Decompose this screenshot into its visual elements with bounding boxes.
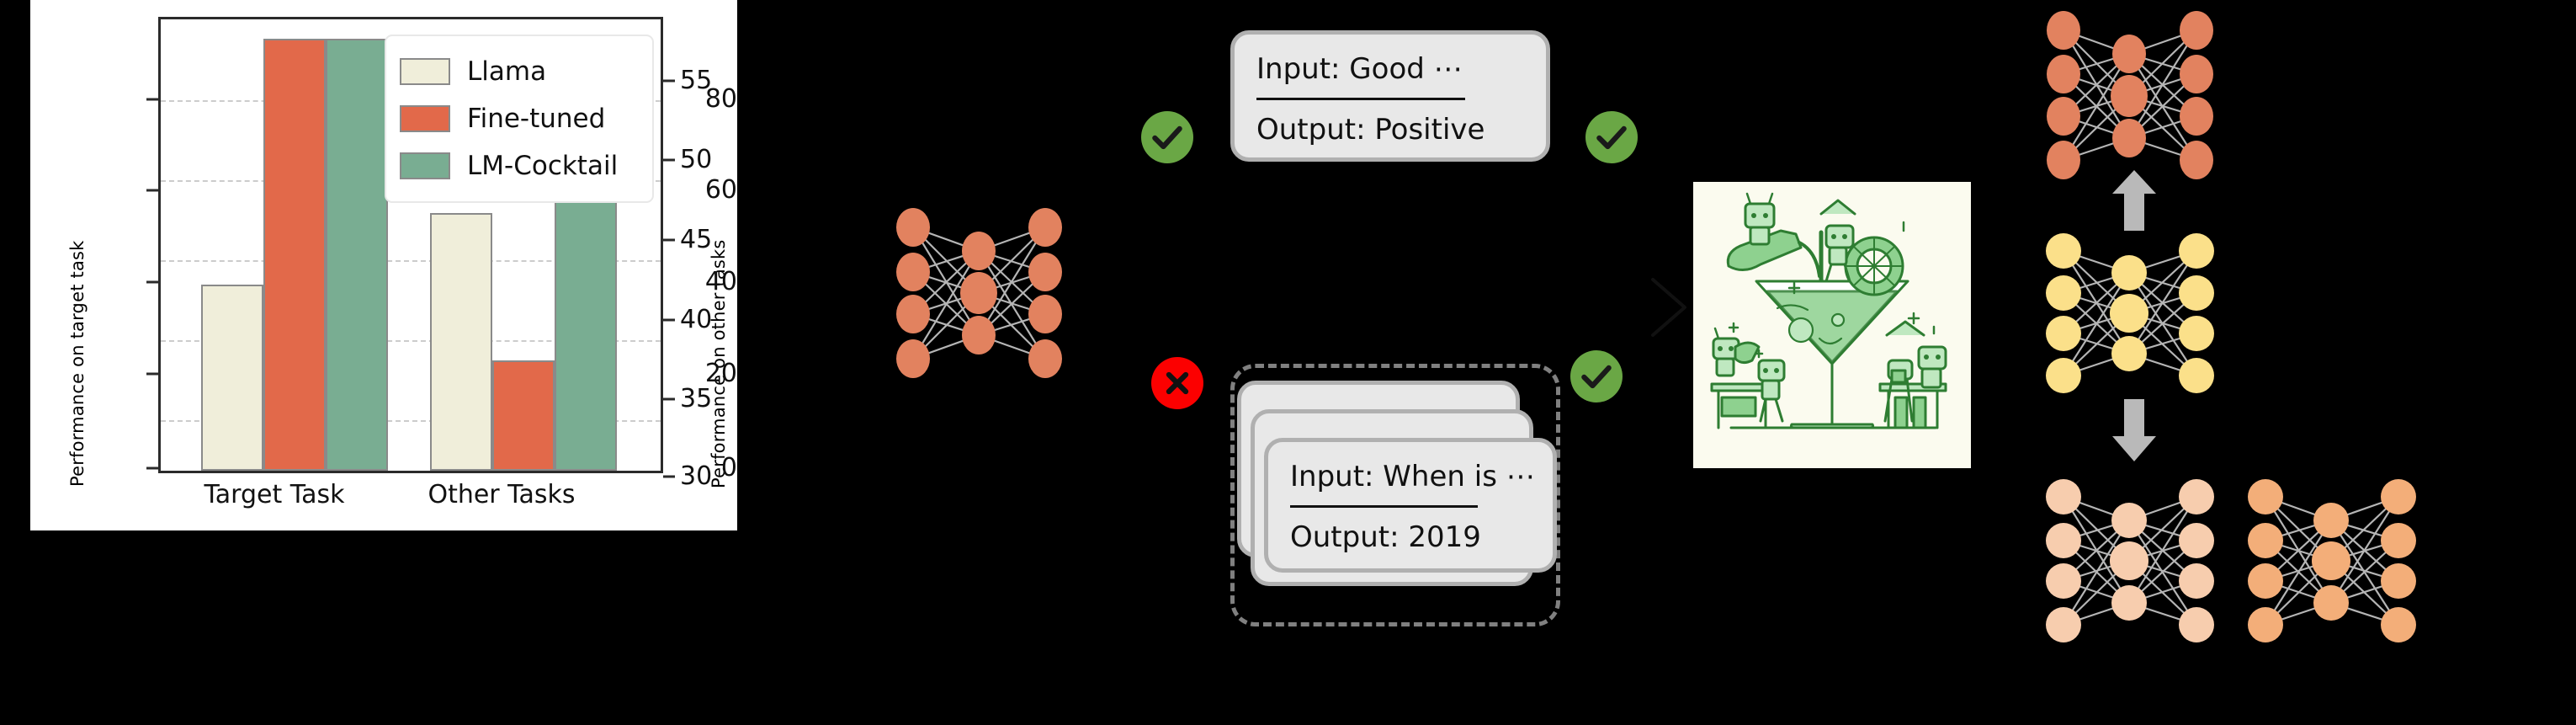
card-divider: [1256, 98, 1466, 101]
bar-other-cocktail: [555, 188, 617, 471]
merged-model-network-b: [2239, 473, 2432, 650]
right-tick-35: 35: [680, 384, 713, 413]
x-label-other-tasks: Other Tasks: [428, 480, 576, 509]
gridline: [161, 420, 661, 422]
left-tickmark: [146, 280, 158, 284]
base-model-network: [2037, 229, 2230, 397]
cross-icon-other-left: [1151, 357, 1203, 409]
left-tick-0: 0: [720, 453, 737, 482]
right-tick-40: 40: [680, 305, 713, 334]
other-tasks-group: [1230, 364, 1560, 626]
right-tick-55: 55: [680, 66, 713, 95]
right-tickmark: [663, 238, 675, 242]
left-tickmark: [146, 98, 158, 101]
left-tick-40: 40: [704, 267, 737, 296]
other-task-input: Input: When is ⋯: [1290, 460, 1535, 493]
fine-tuned-network: [884, 200, 1077, 386]
bar-other-llama: [430, 213, 492, 471]
bar-target-llama: [201, 285, 263, 471]
chevron-right-icon: [1648, 275, 1695, 344]
bar-chart-panel: Performance on target task Performance o…: [30, 0, 737, 530]
check-icon-other-right: [1570, 350, 1623, 402]
check-glyph: [1152, 125, 1182, 150]
left-tick-60: 60: [704, 175, 737, 205]
legend-item-llama: Llama: [400, 48, 639, 95]
target-task-output: Output: Positive: [1256, 113, 1485, 147]
legend-label-fine-tuned: Fine-tuned: [467, 104, 606, 134]
right-tick-45: 45: [680, 225, 713, 254]
left-tickmark: [146, 466, 158, 470]
check-glyph: [1596, 125, 1627, 150]
right-tickmark: [663, 158, 675, 162]
merged-model-network-a: [2037, 473, 2230, 650]
chart-legend: Llama Fine-tuned LM-Cocktail: [385, 35, 654, 203]
bar-target-cocktail: [326, 39, 388, 471]
left-tick-20: 20: [704, 359, 737, 388]
legend-swatch-lm-cocktail: [400, 152, 450, 179]
left-tickmark: [146, 189, 158, 192]
other-task-output: Output: 2019: [1290, 520, 1481, 555]
legend-item-fine-tuned: Fine-tuned: [400, 95, 639, 142]
legend-label-lm-cocktail: LM-Cocktail: [467, 151, 619, 181]
bar-target-finetuned: [263, 39, 326, 471]
cross-glyph: [1166, 371, 1189, 395]
cocktail-artwork: [1693, 182, 1971, 468]
check-icon-target-left: [1141, 111, 1193, 163]
arrow-down-icon: [2111, 396, 2158, 466]
legend-item-lm-cocktail: LM-Cocktail: [400, 142, 639, 189]
right-tick-30: 30: [680, 461, 713, 491]
legend-swatch-fine-tuned: [400, 105, 450, 132]
card-divider: [1290, 505, 1479, 509]
plot-area: Llama Fine-tuned LM-Cocktail: [158, 17, 663, 473]
arrow-up-icon: [2111, 168, 2158, 236]
legend-label-llama: Llama: [467, 56, 547, 87]
right-tickmark: [663, 475, 675, 478]
check-glyph: [1581, 365, 1612, 389]
right-tick-50: 50: [680, 145, 713, 174]
check-icon-target-right: [1585, 111, 1638, 163]
left-tickmark: [146, 372, 158, 376]
target-task-card: Input: Good ⋯ Output: Positive: [1230, 30, 1550, 162]
other-task-card-body: Input: When is ⋯ Output: 2019: [1268, 442, 1553, 571]
target-task-card-body: Input: Good ⋯ Output: Positive: [1235, 35, 1546, 163]
target-task-input: Input: Good ⋯: [1256, 52, 1463, 86]
right-tickmark: [663, 79, 675, 83]
gridline: [161, 260, 661, 262]
gridline: [161, 340, 661, 342]
bar-other-finetuned: [492, 360, 555, 471]
other-task-card: Input: When is ⋯ Output: 2019: [1264, 438, 1557, 573]
target-task-model-network: [2037, 5, 2230, 187]
left-tick-80: 80: [704, 84, 737, 114]
right-tickmark: [663, 397, 675, 401]
right-tickmark: [663, 318, 675, 322]
lm-cocktail-illustration: [1693, 182, 1971, 468]
x-label-target-task: Target Task: [204, 480, 345, 509]
legend-swatch-llama: [400, 58, 450, 85]
